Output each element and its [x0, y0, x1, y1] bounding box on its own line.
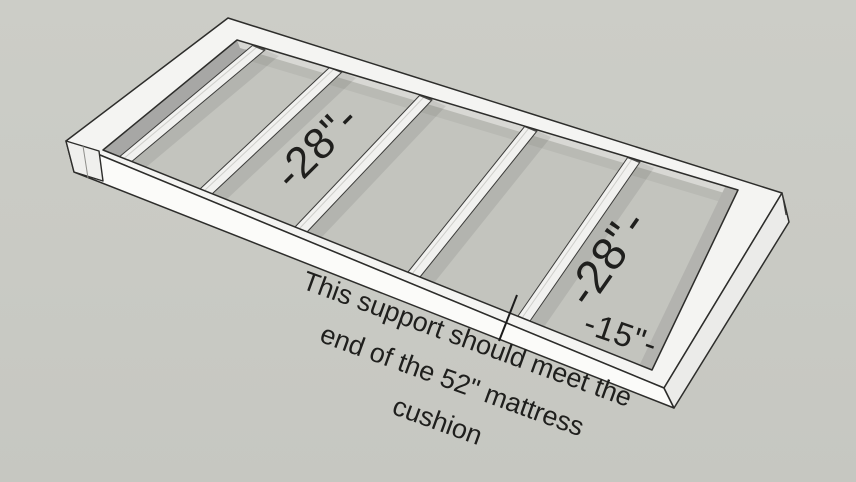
- top-rail-floor-shadow: [240, 47, 741, 208]
- support-shadow: [530, 162, 654, 327]
- support-shadow: [307, 100, 446, 238]
- cross-supports: [117, 43, 641, 322]
- frame-interior: [102, 39, 741, 370]
- cross-support-floor-shadows: [130, 50, 654, 327]
- interior-floor: [103, 40, 738, 370]
- note-leader-line: [498, 294, 518, 342]
- support-shadow: [130, 50, 279, 169]
- miter-seam-east: [781, 192, 787, 216]
- right-end-rail-inner-face: [640, 185, 738, 370]
- cross-support-3: [294, 93, 433, 233]
- top-rail-inner-face: [237, 40, 741, 198]
- west-corner-cap: [65, 140, 104, 182]
- support-shadow: [420, 131, 551, 283]
- miter-seam-south: [663, 387, 675, 409]
- support-shadow: [212, 72, 356, 200]
